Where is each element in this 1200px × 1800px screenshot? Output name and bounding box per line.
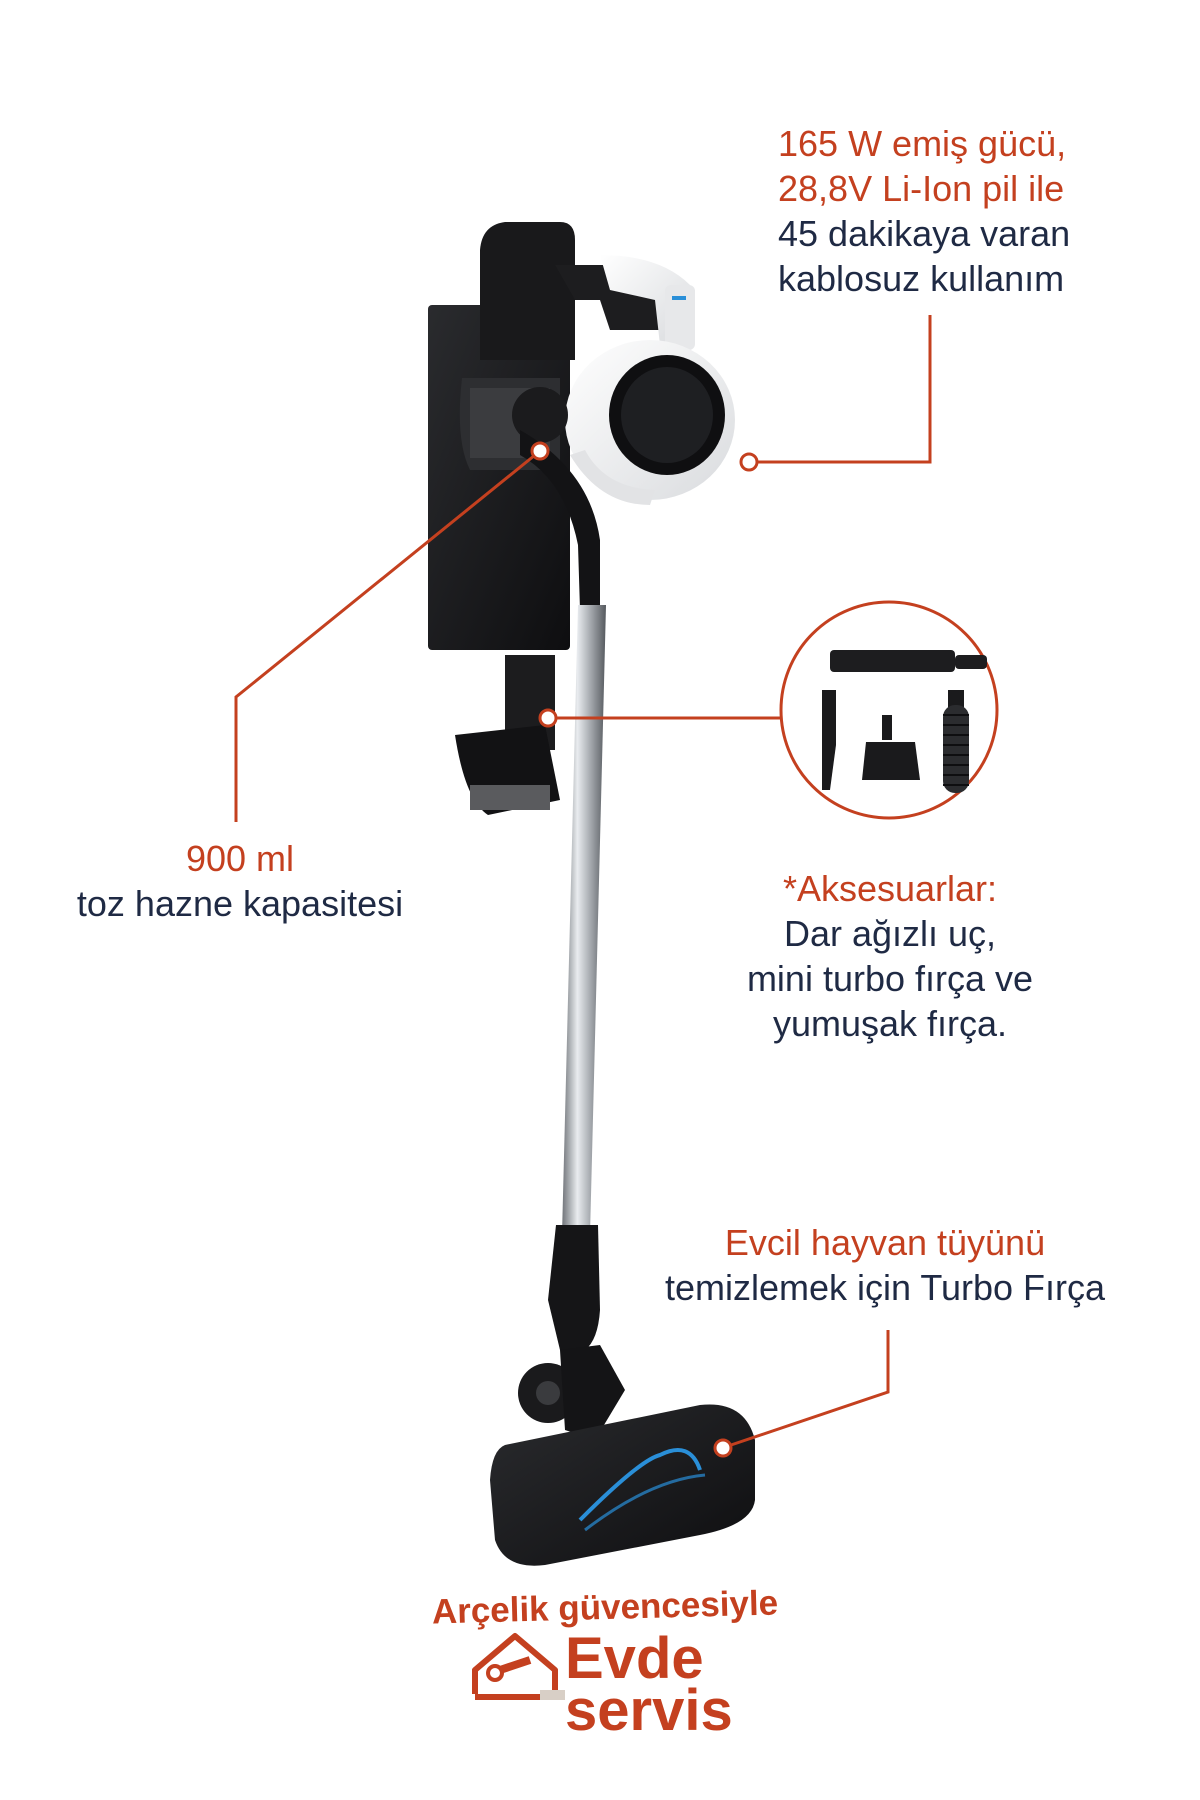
accessories-line-1: *Aksesuarlar: <box>782 868 998 909</box>
callout-line-turbo <box>730 1330 890 1447</box>
house-wrench-icon <box>472 1633 558 1700</box>
callout-accessories: *Aksesuarlar: Dar ağızlı uç, mini turbo … <box>720 866 1060 1046</box>
extension-tube <box>562 605 606 1235</box>
power-line-2: 28,8V Li-Ion pil ile <box>778 168 1065 209</box>
dust-line-1: 900 ml <box>185 838 295 879</box>
callout-line-dust <box>234 449 541 822</box>
turbo-line-2: temizlemek için Turbo Fırça <box>664 1267 1106 1308</box>
handle-housing <box>480 222 575 360</box>
turbo-brush-head <box>490 1404 755 1566</box>
badge-word-servis: servis <box>565 1678 733 1743</box>
accessories-line-3: mini turbo fırça ve <box>746 958 1034 999</box>
power-line-3: 45 dakikaya varan <box>778 213 1071 254</box>
callout-line-power <box>757 315 932 464</box>
callout-dust: 900 ml toz hazne kapasitesi <box>60 836 420 926</box>
dust-line-2: toz hazne kapasitesi <box>76 883 404 924</box>
badge-word-evde: Evde <box>565 1626 704 1691</box>
accessories-line-2: Dar ağızlı uç, <box>783 913 997 954</box>
callout-turbo: Evcil hayvan tüyünü temizlemek için Turb… <box>640 1220 1130 1310</box>
turbo-line-1: Evcil hayvan tüyünü <box>724 1222 1046 1263</box>
power-line-4: kablosuz kullanım <box>778 258 1065 299</box>
accessories-line-4: yumuşak fırça. <box>772 1003 1008 1044</box>
callout-power: 165 W emiş gücü, 28,8V Li-Ion pil ile 45… <box>778 121 1070 301</box>
power-line-1: 165 W emiş gücü, <box>778 123 1067 164</box>
